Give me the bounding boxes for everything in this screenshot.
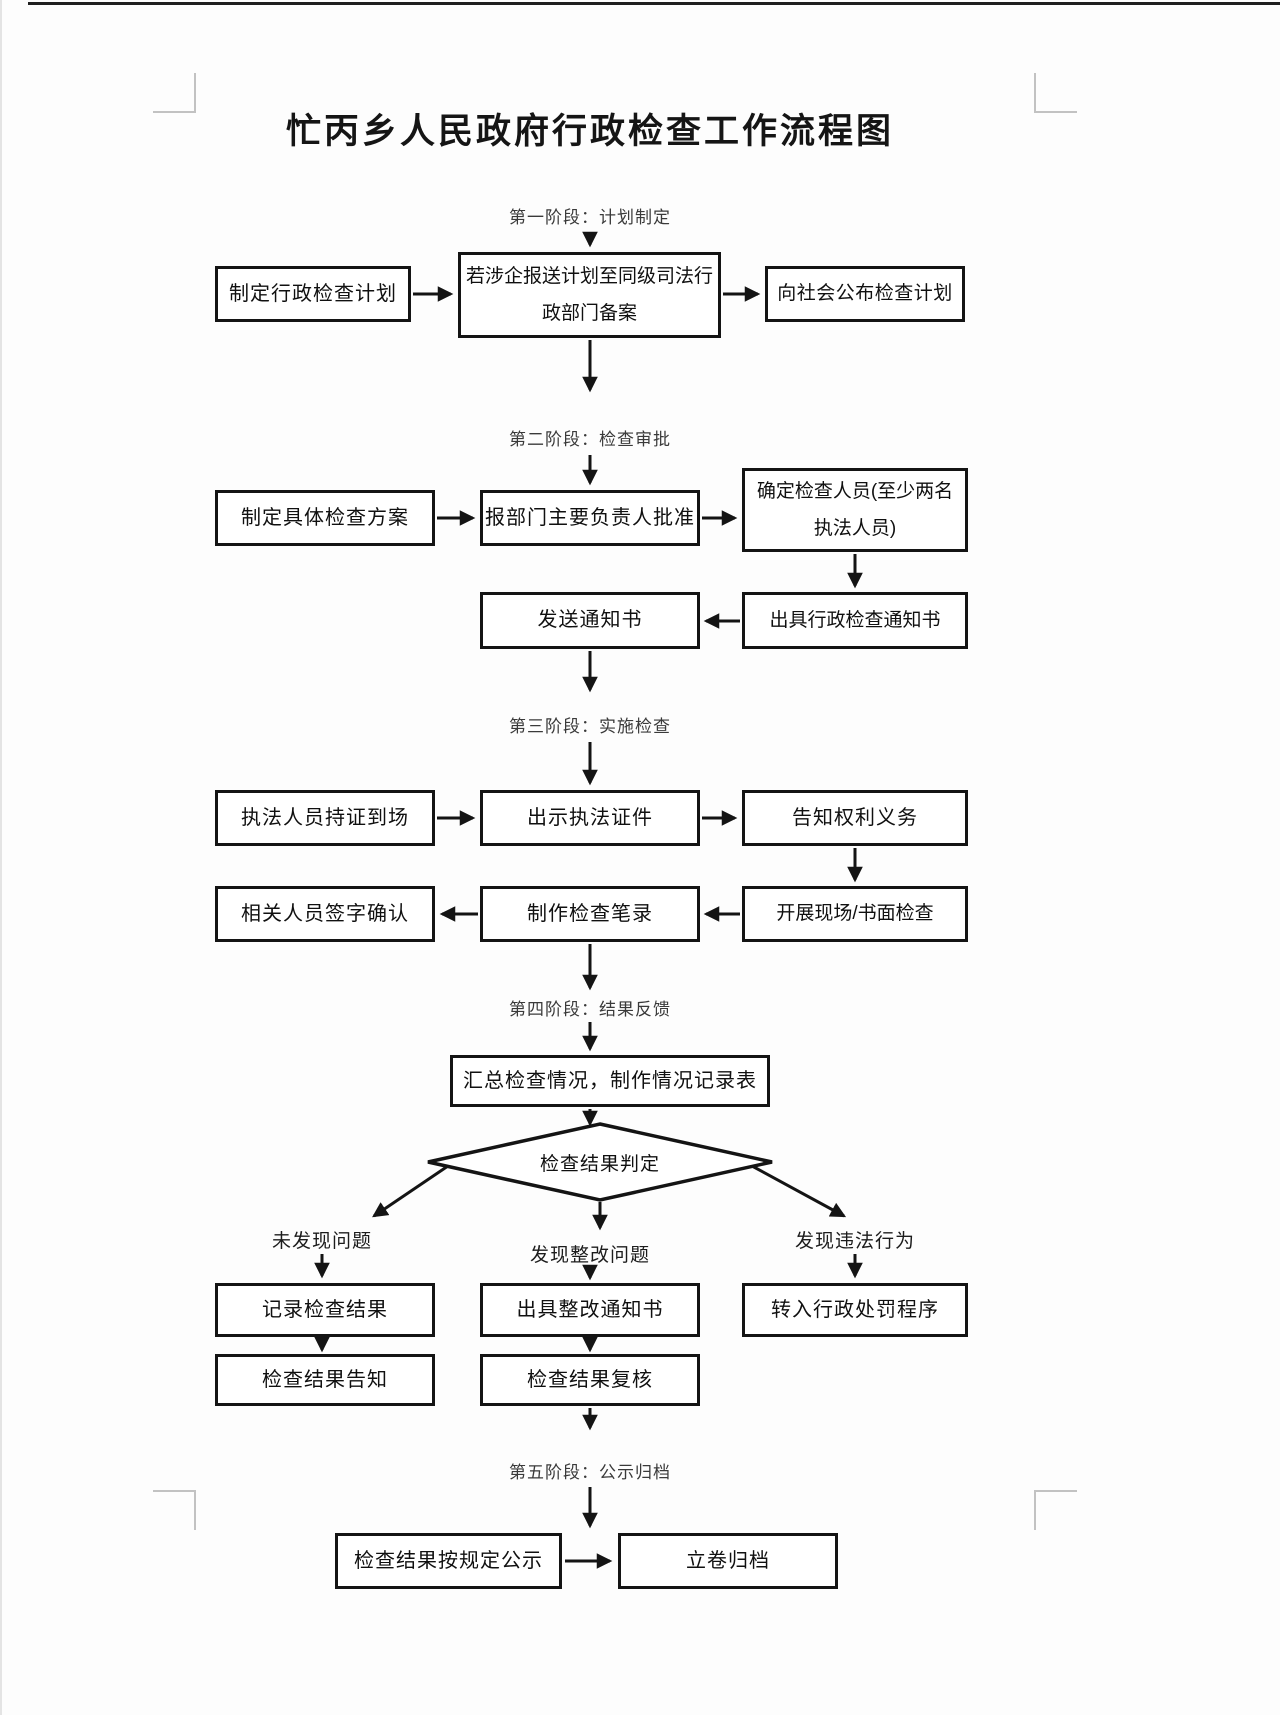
crop-mark-bottom-left xyxy=(194,1490,196,1530)
phase4-label: 第四阶段：结果反馈 xyxy=(509,1000,671,1019)
flow-step-make-inspection-record: 制作检查笔录 xyxy=(480,886,700,942)
arrow-decision-to-no-issue xyxy=(372,1164,449,1218)
flow-step-publicize-results: 检查结果按规定公示 xyxy=(335,1533,562,1589)
scan-artifact-left-line xyxy=(0,0,2,1715)
flow-step-make-specific-scheme: 制定具体检查方案 xyxy=(215,490,435,546)
flow-step-send-notice: 发送通知书 xyxy=(480,592,700,649)
crop-mark-top-left xyxy=(194,73,196,113)
crop-mark-top-left xyxy=(153,111,196,113)
flow-step-make-inspection-plan: 制定行政检查计划 xyxy=(215,266,411,322)
flow-step-issue-rectification-notice: 出具整改通知书 xyxy=(480,1283,700,1337)
scan-artifact-top-line xyxy=(28,2,1280,5)
phase5-label: 第五阶段：公示归档 xyxy=(509,1463,671,1482)
crop-mark-bottom-left xyxy=(153,1490,196,1492)
crop-mark-bottom-right xyxy=(1034,1490,1077,1492)
crop-mark-top-right xyxy=(1034,111,1077,113)
flow-step-show-enforcement-credentials: 出示执法证件 xyxy=(480,790,700,846)
flow-step-publish-plan: 向社会公布检查计划 xyxy=(765,266,965,322)
flow-step-conduct-onsite-written-inspection: 开展现场/书面检查 xyxy=(742,886,968,942)
flow-step-record-results: 记录检查结果 xyxy=(215,1283,435,1337)
arrow-decision-to-violation xyxy=(751,1164,847,1218)
flow-step-file-plan-with-justice-dept: 若涉企报送计划至同级司法行政部门备案 xyxy=(458,252,721,338)
branch-label-no-issue: 未发现问题 xyxy=(271,1231,372,1252)
phase1-label: 第一阶段：计划制定 xyxy=(509,208,671,227)
crop-mark-bottom-right xyxy=(1034,1490,1036,1530)
flow-step-officers-arrive-with-credentials: 执法人员持证到场 xyxy=(215,790,435,846)
flow-step-determine-inspectors: 确定检查人员(至少两名执法人员) xyxy=(742,468,968,552)
flow-step-transfer-to-penalty-procedure: 转入行政处罚程序 xyxy=(742,1283,968,1337)
flow-step-notify-results: 检查结果告知 xyxy=(215,1354,435,1406)
decision-inspection-result-label: 检查结果判定 xyxy=(539,1154,660,1175)
flow-step-archive: 立卷归档 xyxy=(618,1533,838,1589)
flow-step-review-results: 检查结果复核 xyxy=(480,1354,700,1406)
phase2-label: 第二阶段：检查审批 xyxy=(509,430,671,449)
flow-step-signature-confirmation: 相关人员签字确认 xyxy=(215,886,435,942)
page-title: 忙丙乡人民政府行政检查工作流程图 xyxy=(285,112,894,151)
flow-step-report-to-head-for-approval: 报部门主要负责人批准 xyxy=(480,490,700,546)
branch-label-violation: 发现违法行为 xyxy=(794,1231,915,1252)
flow-step-issue-inspection-notice: 出具行政检查通知书 xyxy=(742,592,968,649)
phase3-label: 第三阶段：实施检查 xyxy=(509,717,671,736)
crop-mark-top-right xyxy=(1034,73,1036,113)
branch-label-rectify: 发现整改问题 xyxy=(529,1245,650,1266)
flow-step-inform-rights-obligations: 告知权利义务 xyxy=(742,790,968,846)
flow-step-summarize-and-record: 汇总检查情况，制作情况记录表 xyxy=(450,1055,770,1107)
